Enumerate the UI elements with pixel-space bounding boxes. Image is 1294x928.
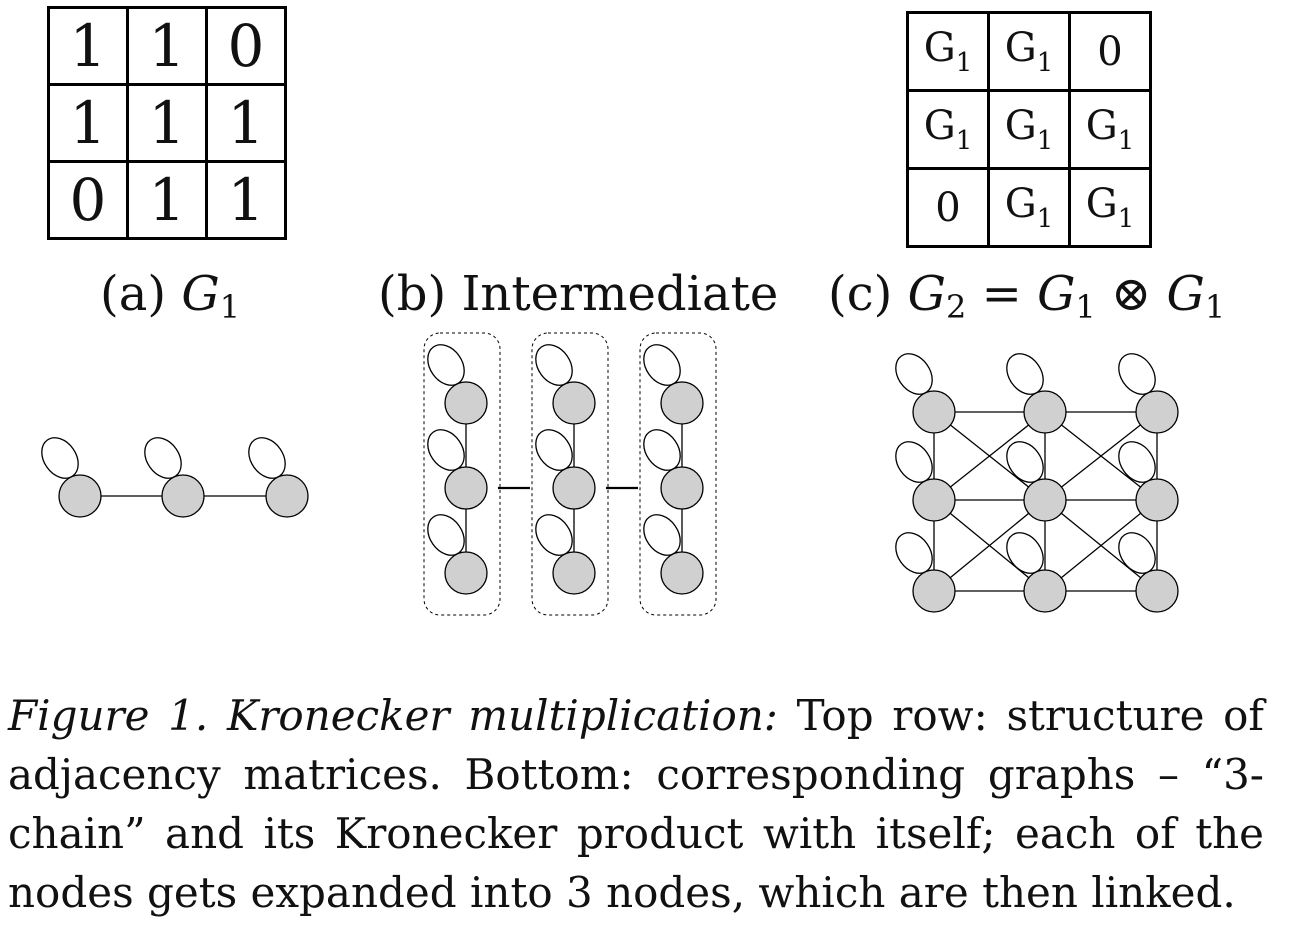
panel-c-g2-sub: 2 [945, 288, 967, 326]
graph-node [552, 381, 596, 425]
group-box [423, 332, 501, 616]
graph-node [1135, 390, 1179, 434]
graph-3-chain [41, 437, 309, 518]
panel-c-g1b-sub: 1 [1204, 288, 1226, 326]
figure-caption-lead: Figure 1. Kronecker multiplication: [8, 691, 778, 740]
panel-a-g-sub: 1 [219, 288, 241, 326]
graph-node [1023, 569, 1067, 613]
panel-c-kron-op: ⊗ [1111, 266, 1152, 322]
matrix-c-cell-base: G [1085, 181, 1118, 227]
matrix-a-cell: 0 [205, 6, 287, 86]
graph-node [1135, 569, 1179, 613]
matrix-a-cell: 1 [126, 160, 208, 240]
matrix-c-cell: G1 [906, 11, 990, 92]
caption-panel-b: (b) Intermediate [378, 266, 778, 322]
graph-node [444, 466, 488, 510]
graph-node [660, 466, 704, 510]
graph-node [660, 381, 704, 425]
graph-intermediate [423, 332, 717, 616]
matrix-c-cell-base: G [1085, 103, 1118, 149]
matrix-c-cell-base: 0 [935, 184, 961, 231]
graph-node [912, 478, 956, 522]
figure-caption-text: Top row: structure of adjacency matrices… [8, 691, 1264, 917]
graph-node [444, 381, 488, 425]
graph-node [552, 466, 596, 510]
matrix-a-cell: 1 [126, 83, 208, 163]
matrix-a-cell: 1 [126, 6, 208, 86]
matrix-c-cell-base: G [1004, 181, 1037, 227]
group-box [639, 332, 717, 616]
matrix-c-cell: G1 [987, 167, 1071, 248]
graph-edge [933, 411, 1046, 501]
matrix-a-cell: 0 [47, 160, 129, 240]
matrix-c-cell-base: 0 [1097, 28, 1123, 75]
graph-node [912, 390, 956, 434]
matrix-a-cell: 1 [47, 83, 129, 163]
matrix-c-cell: G1 [1068, 89, 1152, 170]
graph-node [912, 569, 956, 613]
graph-node [1023, 390, 1067, 434]
graph-node [1023, 478, 1067, 522]
graph-edge [1044, 499, 1158, 592]
group-box [531, 332, 609, 616]
graph-kronecker-product [895, 353, 1179, 613]
graph-node [444, 551, 488, 595]
panel-b-label: (b) [378, 266, 447, 322]
matrix-a-cell: 1 [205, 83, 287, 163]
caption-panel-a: (a) G1 [100, 266, 240, 326]
panel-c-label: (c) [828, 266, 893, 322]
matrix-c-cell-sub: 1 [1117, 204, 1135, 234]
matrix-c-cell: G1 [987, 89, 1071, 170]
graph-edge [1044, 411, 1158, 501]
panel-c-g1a: G [1037, 266, 1076, 322]
matrix-a-cell: 1 [47, 6, 129, 86]
matrix-c-cell: G1 [987, 11, 1071, 92]
matrix-a-cell: 1 [205, 160, 287, 240]
matrix-c-cell-base: G [1004, 25, 1037, 71]
matrix-c-cell: G1 [906, 89, 990, 170]
panel-c-g1a-sub: 1 [1075, 288, 1096, 326]
caption-panel-c: (c) G2 = G1 ⊗ G1 [828, 266, 1225, 326]
matrix-c-cell: G1 [1068, 167, 1152, 248]
graph-edge [933, 499, 1046, 592]
matrix-c-cell-base: G [1004, 103, 1037, 149]
panel-b-title: Intermediate [461, 266, 779, 322]
graph-node [1135, 478, 1179, 522]
graph-node [660, 551, 704, 595]
graph-node [265, 474, 309, 518]
graph-node [161, 474, 205, 518]
matrix-c-cell-sub: 1 [1036, 204, 1054, 234]
graph-node [552, 551, 596, 595]
matrix-c-cell-sub: 1 [1036, 126, 1054, 156]
matrix-c-cell-sub: 1 [1117, 126, 1135, 156]
panel-c-g1b: G [1166, 266, 1205, 322]
matrix-c-cell-sub: 1 [955, 126, 973, 156]
matrix-c-cell-base: G [923, 25, 956, 71]
panel-c-equals: = [981, 266, 1022, 322]
matrix-c-cell-base: G [923, 103, 956, 149]
matrix-c-cell: 0 [1068, 11, 1152, 92]
matrix-c-cell-sub: 1 [955, 48, 973, 78]
panel-a-g: G [181, 266, 220, 322]
panel-a-label: (a) [100, 266, 167, 322]
figure-caption: Figure 1. Kronecker multiplication: Top … [8, 686, 1264, 922]
graph-node [58, 474, 102, 518]
matrix-c-cell-sub: 1 [1036, 48, 1054, 78]
graph-drawings [41, 332, 1179, 616]
panel-c-g2: G [907, 266, 946, 322]
matrix-c-cell: 0 [906, 167, 990, 248]
